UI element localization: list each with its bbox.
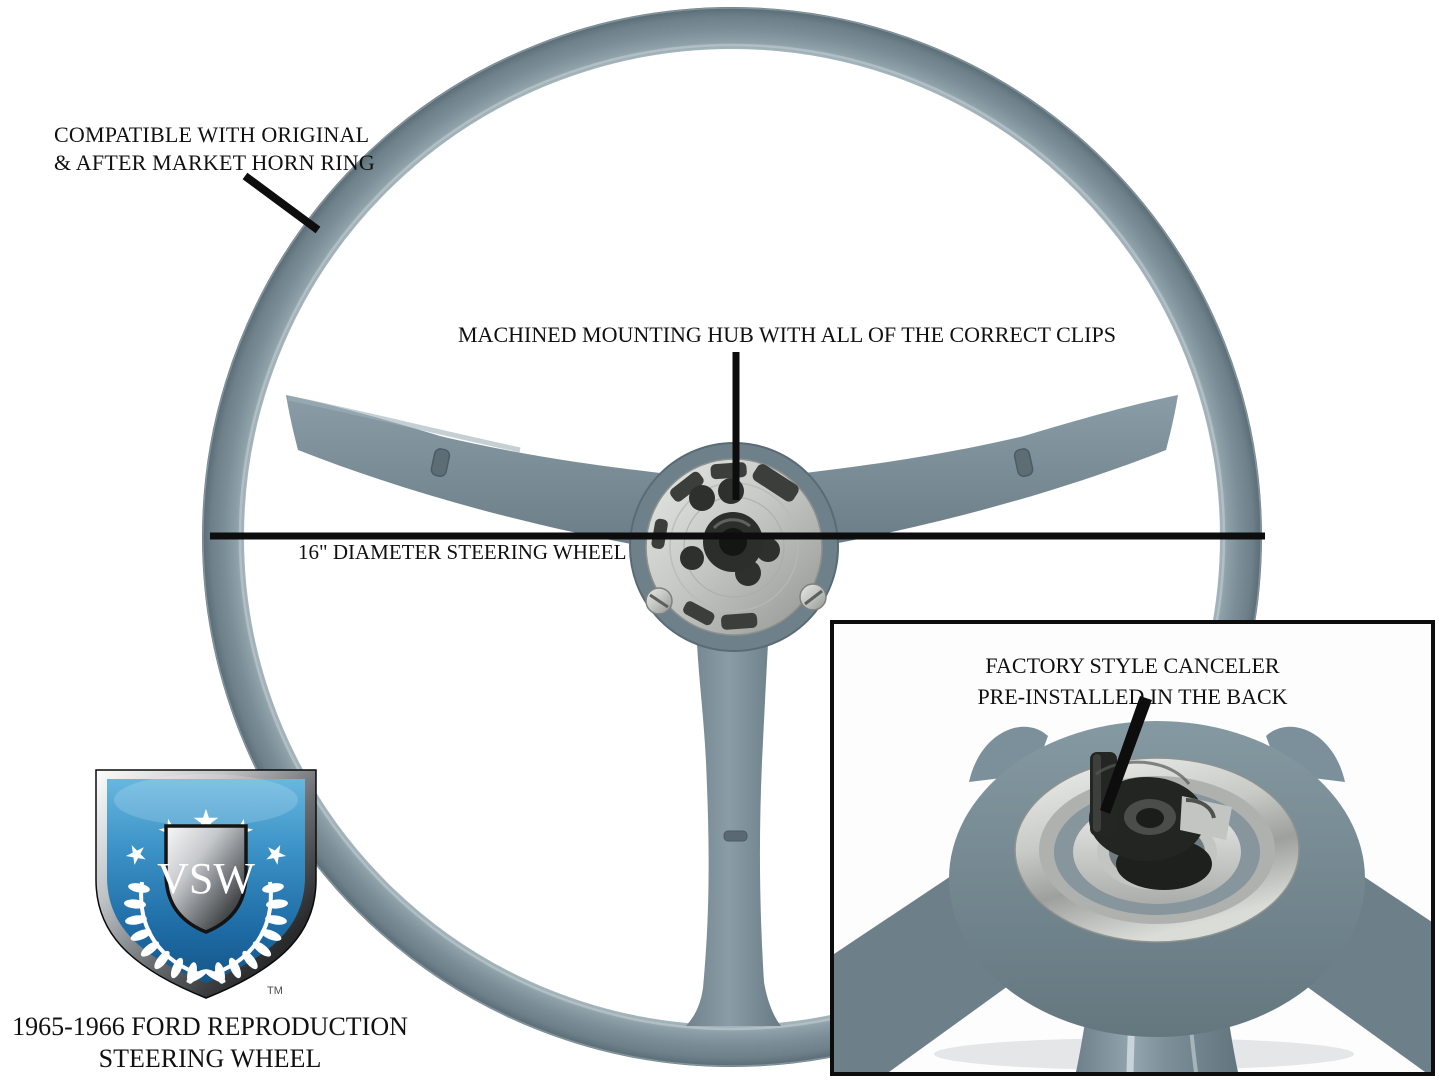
annotation-horn-ring: COMPATIBLE WITH ORIGINAL & AFTER MARKET … (54, 121, 375, 177)
wheel-spokes (286, 395, 1178, 1026)
laurel-wreath-icon (124, 881, 288, 984)
left-spoke (286, 395, 700, 556)
annotation-canceler-line2: PRE-INSTALLED IN THE BACK (977, 684, 1288, 709)
wheel-hub (629, 442, 839, 652)
hub-center-bore (719, 528, 747, 556)
right-spoke (764, 395, 1178, 556)
product-title-line2: STEERING WHEEL (98, 1044, 322, 1073)
logo-gloss (114, 774, 298, 826)
logo-inner-shield (164, 824, 248, 934)
inset-canceler (1089, 752, 1232, 890)
callout-line-canceler (1100, 696, 1152, 814)
product-title: 1965-1966 FORD REPRODUCTION STEERING WHE… (0, 1011, 420, 1075)
logo-trademark: TM (267, 985, 283, 997)
left-spoke-slot (430, 448, 451, 477)
hub-back-photo (834, 696, 1431, 1072)
annotation-mounting-hub: MACHINED MOUNTING HUB WITH ALL OF THE CO… (458, 322, 1116, 347)
product-title-line1: 1965-1966 FORD REPRODUCTION (12, 1012, 408, 1041)
vsw-logo: ★ ★ ★ ★ ★ (95, 769, 317, 999)
callout-lines (210, 172, 1265, 540)
left-spoke-highlight (287, 395, 521, 453)
hub-screws (645, 583, 827, 615)
bottom-spoke-slot (723, 830, 748, 842)
hub-holes (680, 478, 780, 586)
annotation-diameter: 16" DIAMETER STEERING WHEEL (298, 540, 627, 564)
annotation-canceler-line1: FACTORY STYLE CANCELER (985, 653, 1280, 678)
annotation-horn-ring-line1: COMPATIBLE WITH ORIGINAL (54, 122, 370, 147)
inset-box: FACTORY STYLE CANCELER PRE-INSTALLED IN … (830, 620, 1435, 1076)
logo-monogram: VSW (157, 854, 255, 903)
right-spoke-slot (1013, 448, 1034, 477)
callout-line-horn-ring (242, 172, 321, 234)
annotation-canceler: FACTORY STYLE CANCELER PRE-INSTALLED IN … (834, 650, 1431, 712)
annotation-horn-ring-line2: & AFTER MARKET HORN RING (54, 150, 375, 175)
